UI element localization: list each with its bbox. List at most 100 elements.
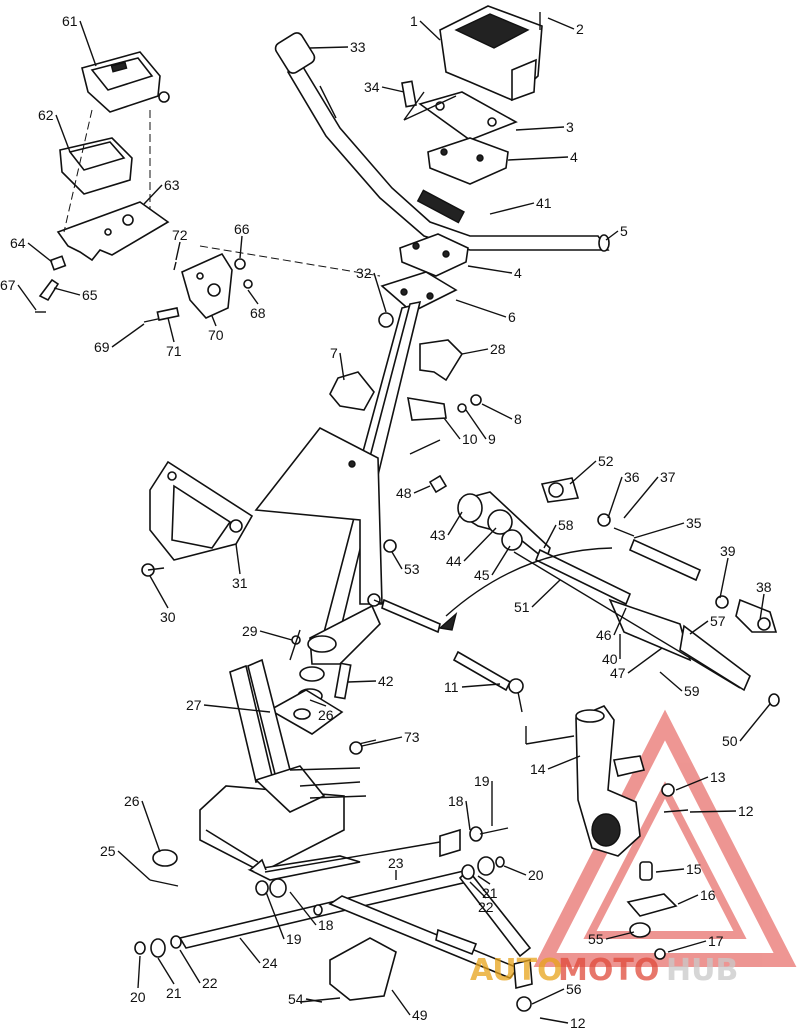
callout-number: 71 [166,343,182,359]
callout-22: 22 [469,881,494,915]
callout-4: 4 [467,265,522,281]
callout-leader [167,317,175,343]
callout-number: 38 [756,579,772,595]
callout-number: 40 [602,651,618,667]
callout-number: 68 [250,305,266,321]
callout-27: 27 [186,697,271,713]
callout-number: 18 [448,793,464,809]
callout-leader [489,202,535,215]
callout-number: 19 [474,773,490,789]
callout-leader [117,850,151,881]
steering-arm [289,593,441,700]
callout-45: 45 [474,545,511,583]
callout-leader [27,242,53,263]
callout-number: 13 [710,769,726,785]
base-mount [268,666,377,755]
callout-number: 59 [684,683,700,699]
callout-12: 12 [689,803,754,819]
callout-71: 71 [166,317,182,359]
callout-20: 20 [503,865,544,883]
callout-number: 49 [412,1007,428,1023]
callout-32: 32 [356,265,387,313]
watermark-auto: AUTO [470,953,563,988]
callout-leader [17,284,37,311]
callout-leader [465,800,471,831]
callout-23: 23 [388,855,404,880]
callout-number: 16 [700,887,716,903]
callout-number: 26 [124,793,140,809]
callout-leader [391,551,403,570]
a-arm-assembly [134,826,533,1012]
callout-leader [543,524,557,549]
callout-number: 24 [262,955,278,971]
callout-leader [265,891,285,940]
callout-number: 34 [364,79,380,95]
callout-7: 7 [330,345,345,381]
callout-38: 38 [756,579,772,621]
callout-number: 18 [318,917,334,933]
callout-number: 52 [598,453,614,469]
callout-2: 2 [547,17,584,37]
callout-number: 37 [660,469,676,485]
callout-number: 42 [378,673,394,689]
callout-leader [675,776,709,791]
callout-number: 73 [404,729,420,745]
callout-leader [419,20,441,41]
callout-number: 26 [318,707,334,723]
callout-51: 51 [514,579,561,615]
callout-5: 5 [605,223,628,241]
callout-17: 17 [667,933,724,953]
callout-52: 52 [569,453,614,485]
watermark-hub: HUB [666,953,738,988]
callout-leader [175,241,181,261]
callout-number: 4 [570,149,578,165]
callout-number: 20 [130,989,146,1005]
callout-39: 39 [719,543,736,599]
callout-number: 10 [462,431,478,447]
callout-number: 64 [10,235,26,251]
callout-leader [259,630,293,641]
callout-leader [539,1017,569,1024]
callout-20: 20 [130,955,146,1005]
callout-leader [413,485,431,494]
callout-leader [179,949,201,984]
callout-number: 4 [514,265,522,281]
callout-55: 55 [588,931,635,947]
callout-34: 34 [364,79,405,95]
callout-number: 25 [100,843,116,859]
callout-number: 12 [738,803,754,819]
callout-4: 4 [507,149,578,165]
callout-number: 12 [570,1015,586,1030]
callout-leader [347,680,377,683]
callout-42: 42 [347,673,394,689]
callout-number: 3 [566,119,574,135]
callout-number: 46 [596,627,612,643]
callout-leader [481,403,513,420]
callout-leader [309,699,327,707]
callout-69: 69 [94,323,145,355]
skid-plate-49 [299,937,397,1003]
callout-66: 66 [234,221,250,259]
callout-number: 17 [708,933,724,949]
callout-number: 51 [514,599,530,615]
callout-leader [53,287,81,296]
callout-50: 50 [722,703,771,749]
guide-lines [199,91,575,745]
callout-number: 61 [62,13,78,29]
callout-number: 39 [720,543,736,559]
callout-number: 23 [388,855,404,871]
callout-25: 25 [100,843,151,881]
callout-68: 68 [247,289,266,321]
callout-number: 70 [208,327,224,343]
callout-leader [111,323,145,348]
callout-number: 22 [202,975,218,991]
callout-29: 29 [242,623,293,641]
callout-leader [455,299,507,318]
callout-leader [305,998,323,1003]
callout-67: 67 [0,277,37,311]
callout-19: 19 [265,891,302,947]
callout-49: 49 [391,989,428,1023]
callout-leader [373,272,387,313]
callout-number: 32 [356,265,372,281]
